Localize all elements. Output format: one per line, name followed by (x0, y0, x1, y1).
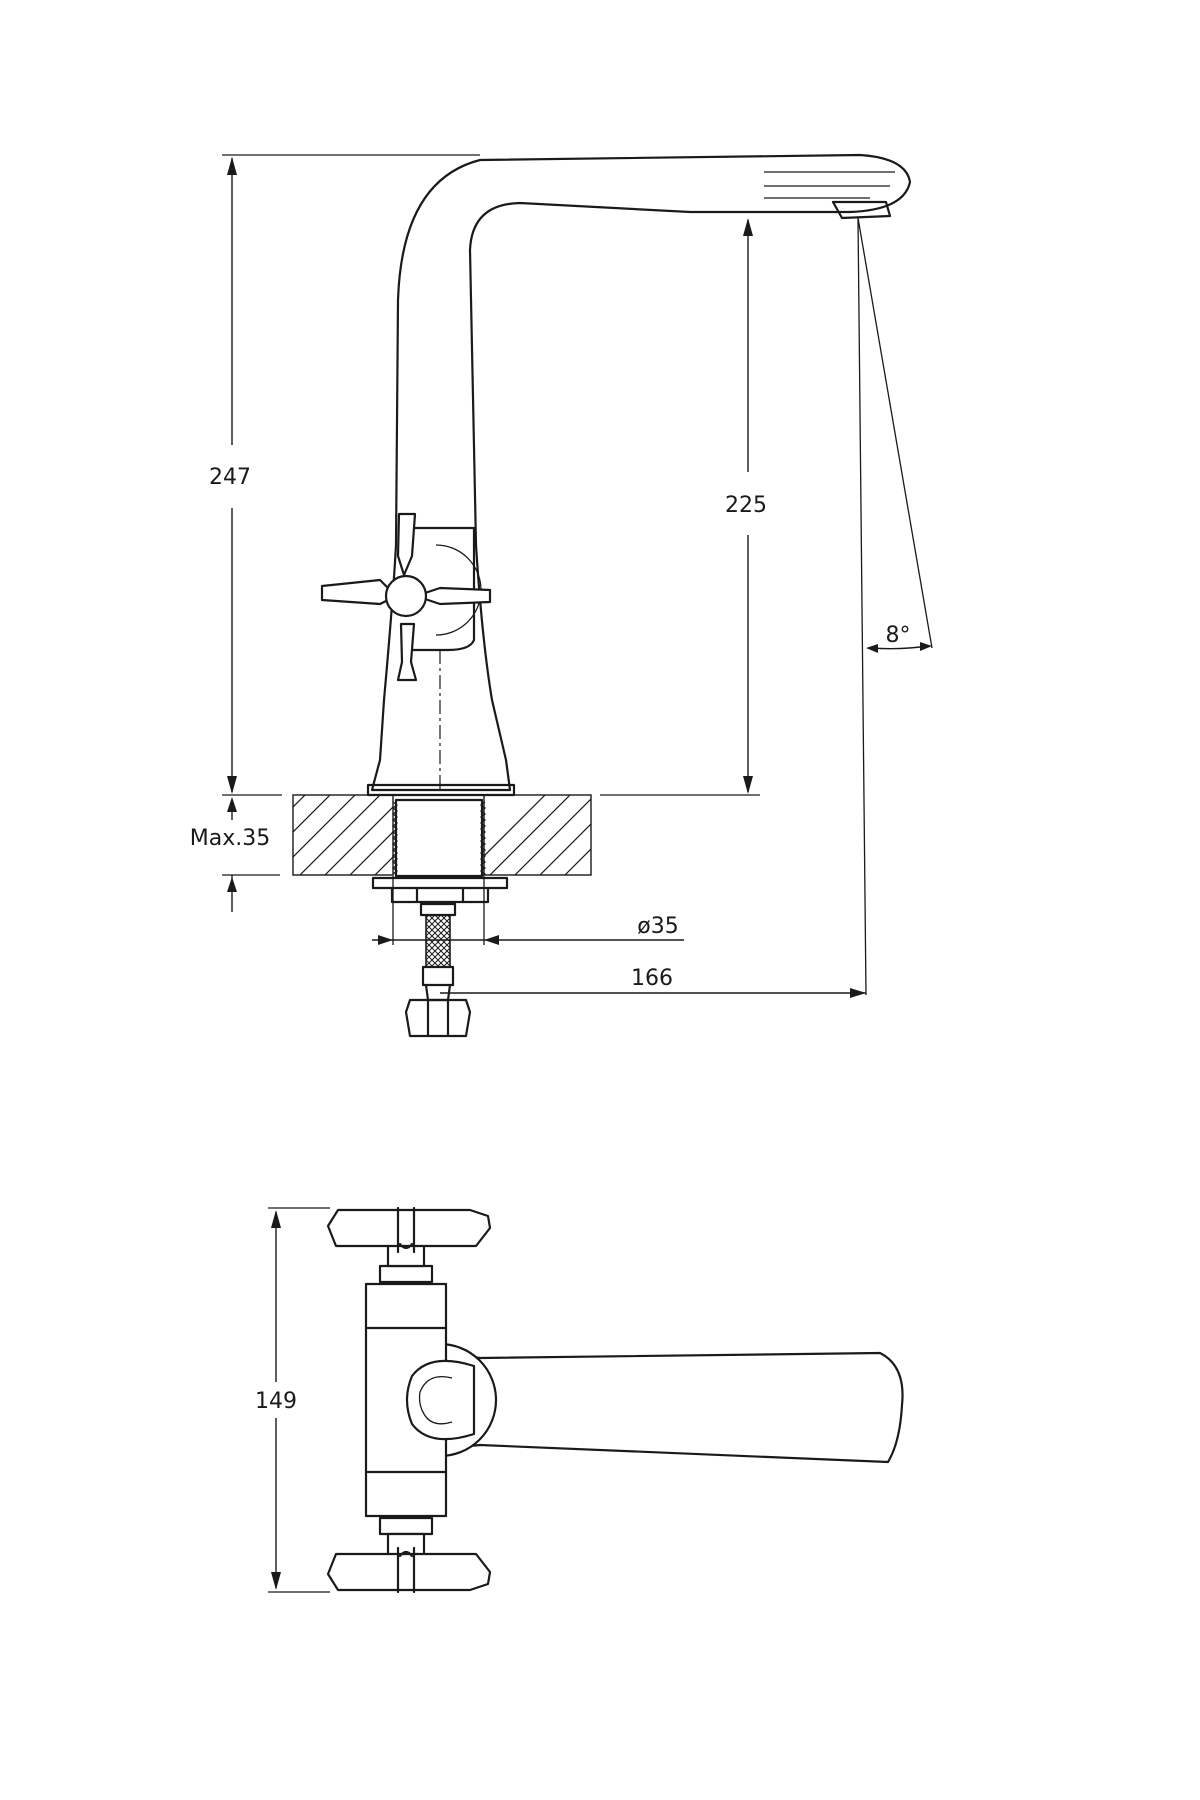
supply-hose (404, 902, 472, 1038)
dim-total-height (227, 157, 237, 794)
plan-spout-neck-inner (418, 1375, 453, 1425)
plan-handle-bottom (326, 1546, 492, 1594)
label-total-height: 247 (209, 465, 251, 490)
dim-max-thickness (227, 797, 237, 912)
dim-plan-width (268, 1207, 330, 1593)
threaded-shank (391, 798, 487, 878)
label-max-thickness: Max.35 (190, 826, 270, 851)
spout-detail-lines (764, 171, 895, 199)
side-elevation-view: 247 225 Max.35 ø35 166 (190, 153, 933, 1038)
countertop-section (292, 794, 592, 876)
label-spout-reach: 166 (631, 966, 673, 991)
dim-spout-angle (866, 642, 932, 653)
dim-spout-height (743, 218, 753, 794)
plan-view: 149 (255, 1206, 904, 1594)
cross-handle (320, 512, 492, 682)
dim-spout-reach (440, 988, 866, 998)
mounting-nut (371, 876, 509, 904)
plan-spout-neck (405, 1359, 476, 1441)
faucet-body-outline (370, 153, 912, 792)
dim-hole-diameter (372, 876, 684, 945)
label-spout-height: 225 (725, 493, 767, 518)
valve-hub (402, 526, 476, 652)
extension-lines (222, 154, 933, 996)
base-collar (366, 783, 516, 797)
aerator (831, 200, 892, 220)
label-plan-width: 149 (255, 1389, 297, 1414)
label-hole-diameter: ø35 (637, 914, 678, 939)
label-spout-angle: 8° (886, 623, 911, 648)
plan-handle-top (326, 1206, 492, 1254)
